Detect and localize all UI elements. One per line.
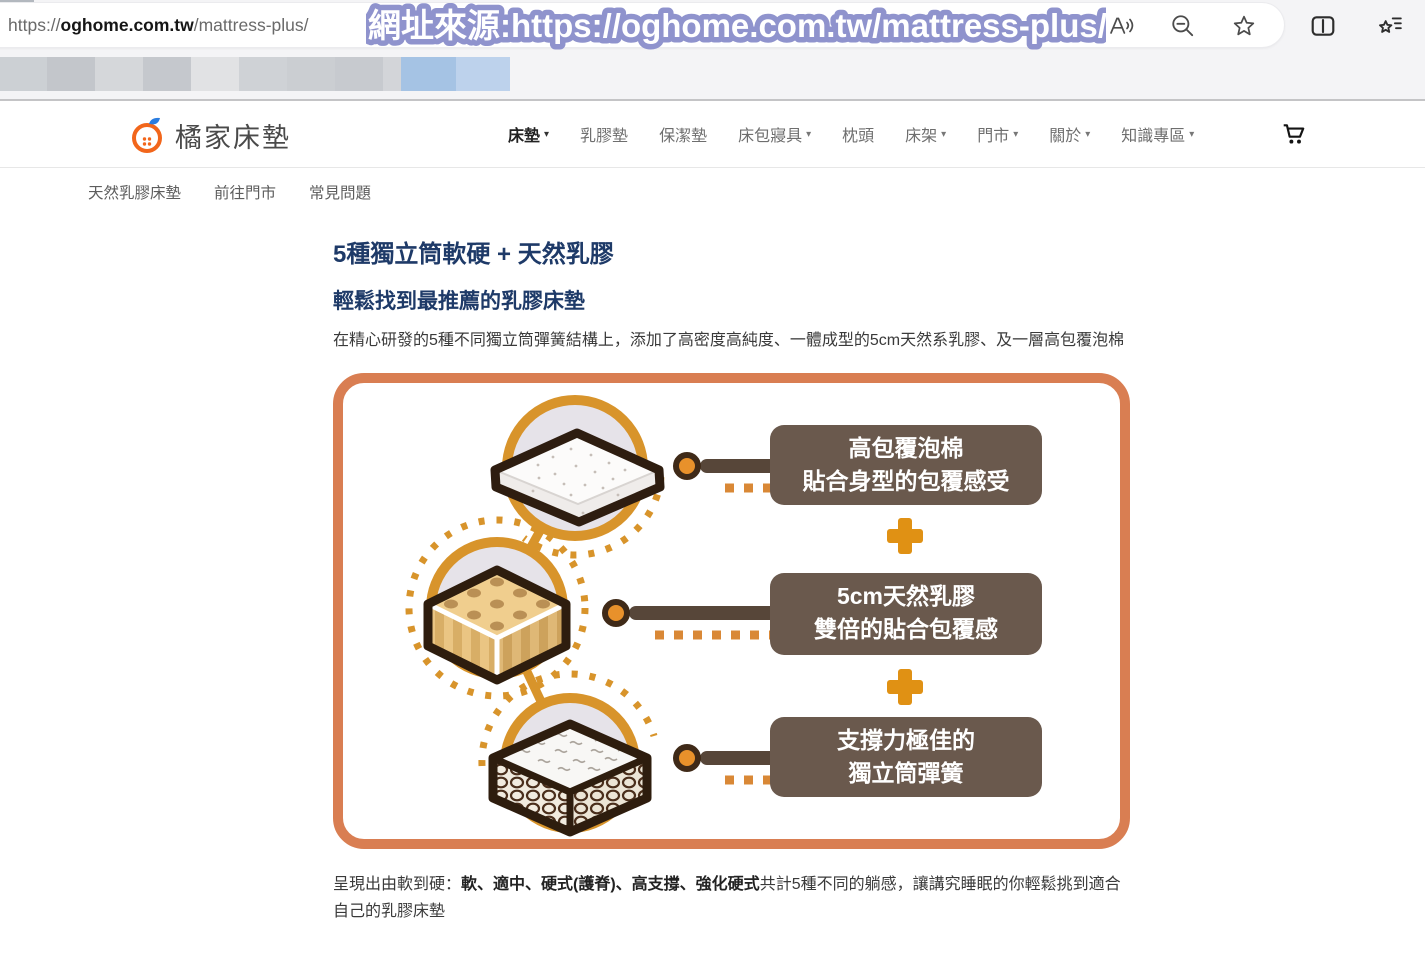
bookmark-block xyxy=(143,57,191,91)
mattress-layers-figure: 高包覆泡棉 貼合身型的包覆感受 5cm天然乳膠 雙倍的貼合包覆感 支撐力極佳的 … xyxy=(333,372,1130,849)
chevron-down-icon: ▾ xyxy=(544,128,550,140)
outro-segment: 共計5種不同的躺感，讓講究睡眠的你輕鬆挑到適合自己的乳膠床墊 xyxy=(333,875,1121,921)
outro-segment: 呈現出由軟到硬： xyxy=(333,875,462,893)
bookmark-block xyxy=(47,57,95,91)
intro-paragraph: 在精心研發的5種不同獨立筒彈簧結構上，添加了高密度高純度、一體成型的5cm天然系… xyxy=(333,332,1125,349)
bookmark-block xyxy=(401,57,456,91)
url-source-annotation: 網址來源:https://oghome.com.tw/mattress-plus… xyxy=(366,2,1106,50)
nav-item-mattress[interactable]: 床墊▾ xyxy=(508,128,550,145)
url-domain: oghome.com.tw xyxy=(60,15,194,35)
site-logo-text: 橘家床墊 xyxy=(175,122,291,153)
bookmark-block xyxy=(239,57,287,91)
label-foam: 高包覆泡棉 貼合身型的包覆感受 xyxy=(770,424,1042,505)
label-springs-line2: 獨立筒彈簧 xyxy=(848,759,964,786)
bookmark-block xyxy=(383,57,401,91)
plus-icon xyxy=(887,517,923,554)
nav-item-latex-pad[interactable]: 乳膠墊 xyxy=(580,128,629,145)
url-path: /mattress-plus/ xyxy=(193,15,309,35)
plus-icon xyxy=(887,668,923,705)
bookmark-block xyxy=(456,57,510,91)
subnav-item-stores[interactable]: 前往門市 xyxy=(214,184,277,202)
page-subtitle: 輕鬆找到最推薦的乳膠床墊 xyxy=(333,290,585,313)
bookmark-block xyxy=(191,57,239,91)
main-content: 5種獨立筒軟硬 + 天然乳膠 輕鬆找到最推薦的乳膠床墊 在精心研發的5種不同獨立… xyxy=(333,240,1133,926)
nav-item-knowledge[interactable]: 知識專區▾ xyxy=(1121,128,1195,145)
chevron-down-icon: ▾ xyxy=(1085,128,1091,140)
subnav-item-natural-latex[interactable]: 天然乳膠床墊 xyxy=(88,184,182,202)
bookmark-block xyxy=(335,57,383,91)
label-latex-line1: 5cm天然乳膠 xyxy=(836,582,976,609)
label-connectors xyxy=(602,451,785,784)
nav-item-stores[interactable]: 門市▾ xyxy=(977,128,1019,145)
chevron-down-icon: ▾ xyxy=(806,128,812,140)
bookmark-block xyxy=(95,57,143,91)
chevron-down-icon: ▾ xyxy=(941,128,947,140)
zoom-out-icon[interactable] xyxy=(1170,13,1196,39)
outro-paragraph: 呈現出由軟到硬：軟、適中、硬式(護脊)、高支撐、強化硬式共計5種不同的躺感，讓講… xyxy=(333,871,1133,926)
sub-nav: 天然乳膠床墊 前往門市 常見問題 xyxy=(0,168,1425,215)
cart-icon[interactable] xyxy=(1281,121,1307,147)
url-source-annotation-text: 網址來源:https://oghome.com.tw/mattress-plus… xyxy=(368,7,1106,44)
outro-segment-bold: 軟、適中、硬式(護脊)、高支撐、強化硬式 xyxy=(461,875,760,893)
address-row: https://oghome.com.tw/mattress-plus/ 網址來… xyxy=(0,0,1425,52)
chevron-down-icon: ▾ xyxy=(1013,128,1019,140)
address-bar[interactable]: https://oghome.com.tw/mattress-plus/ xyxy=(0,3,1284,47)
orange-logo-icon xyxy=(132,117,162,153)
site-logo[interactable]: 橘家床墊 xyxy=(130,115,291,155)
favorite-star-icon[interactable] xyxy=(1231,13,1257,39)
latex-layer-icon xyxy=(423,565,571,684)
site-header: 橘家床墊 床墊▾ 乳膠墊 保潔墊 床包寢具▾ 枕頭 床架▾ 門市▾ 關於▾ 知識… xyxy=(0,101,1425,168)
foam-layer-icon xyxy=(490,428,665,526)
label-latex: 5cm天然乳膠 雙倍的貼合包覆感 xyxy=(770,572,1042,655)
label-springs-line1: 支撐力極佳的 xyxy=(837,726,975,753)
chevron-down-icon: ▾ xyxy=(1189,128,1195,140)
bookmark-block xyxy=(0,57,47,91)
main-nav: 床墊▾ 乳膠墊 保潔墊 床包寢具▾ 枕頭 床架▾ 門市▾ 關於▾ 知識專區▾ xyxy=(508,101,1194,167)
page-title: 5種獨立筒軟硬 + 天然乳膠 xyxy=(333,241,614,268)
browser-chrome: https://oghome.com.tw/mattress-plus/ 網址來… xyxy=(0,0,1425,101)
split-screen-icon[interactable] xyxy=(1310,13,1336,39)
nav-item-bedding[interactable]: 床包寢具▾ xyxy=(738,128,812,145)
label-springs: 支撐力極佳的 獨立筒彈簧 xyxy=(770,716,1042,797)
bookmarks-bar-redacted xyxy=(0,52,1425,99)
url-text[interactable]: https://oghome.com.tw/mattress-plus/ xyxy=(8,15,308,36)
nav-item-about[interactable]: 關於▾ xyxy=(1049,128,1091,145)
label-foam-line1: 高包覆泡棉 xyxy=(848,434,964,461)
nav-item-bedframe[interactable]: 床架▾ xyxy=(905,128,947,145)
nav-item-protector[interactable]: 保潔墊 xyxy=(659,128,708,145)
subnav-item-faq[interactable]: 常見問題 xyxy=(309,184,372,202)
label-latex-line2: 雙倍的貼合包覆感 xyxy=(814,615,998,642)
collections-favorites-icon[interactable] xyxy=(1377,13,1403,39)
label-foam-line2: 貼合身型的包覆感受 xyxy=(802,467,1010,494)
url-scheme: https:// xyxy=(8,15,61,35)
nav-item-pillow[interactable]: 枕頭 xyxy=(842,128,875,145)
bookmark-block xyxy=(287,57,335,91)
read-aloud-icon[interactable] xyxy=(1108,13,1134,39)
